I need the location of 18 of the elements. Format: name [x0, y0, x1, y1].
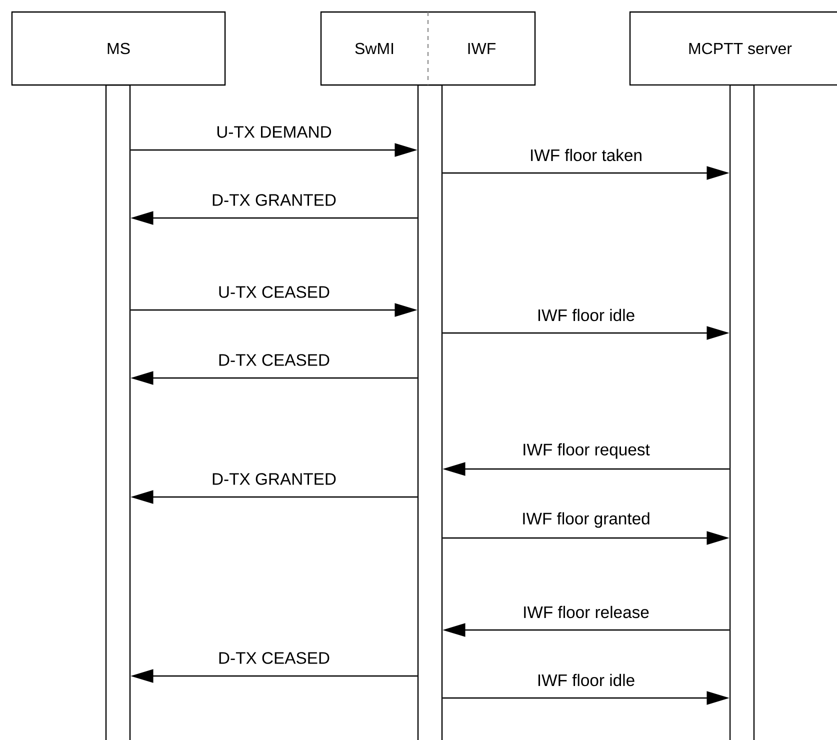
participant-box: SwMI IWF — [320, 11, 536, 86]
lifeline-bar — [729, 84, 755, 740]
message-label: D-TX CEASED — [219, 354, 330, 366]
message-label: IWF floor taken — [531, 148, 642, 162]
participant-box: MCPTT server — [629, 11, 837, 86]
message-label: IWF floor request — [524, 443, 650, 459]
participant-box: MS — [11, 11, 226, 86]
lifeline-bar — [105, 84, 131, 740]
message-label: IWF floor granted — [523, 512, 650, 528]
message-label: D-TX CEASED — [219, 652, 330, 664]
message-label: IWF floor idle — [538, 308, 634, 322]
lifeline-bar — [417, 84, 443, 740]
message-label: U-TX DEMAND — [217, 126, 332, 138]
message-label: D-TX GRANTED — [212, 194, 336, 206]
message-label: U-TX CEASED — [219, 286, 330, 298]
message-label: IWF floor release — [524, 606, 649, 618]
message-label: IWF floor idle — [538, 674, 634, 686]
message-label: D-TX GRANTED — [212, 473, 336, 485]
